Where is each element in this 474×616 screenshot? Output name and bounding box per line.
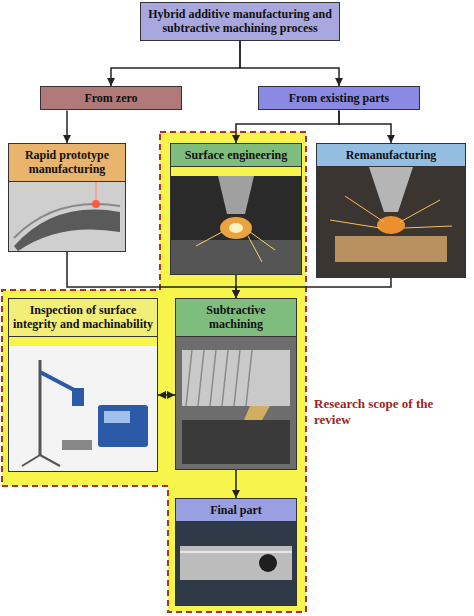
region-label: Research scope of the review <box>314 396 464 429</box>
spark <box>345 196 384 222</box>
flow-arrow <box>240 41 339 86</box>
rapid-prototype-photo <box>9 176 125 251</box>
flow-arrow <box>111 41 240 86</box>
photo-background <box>9 176 125 251</box>
flow-arrow <box>235 470 237 498</box>
surface-engineering-photo <box>171 176 301 274</box>
photo-background <box>171 176 301 274</box>
box-header: Inspection of surface integrity and mach… <box>9 299 157 337</box>
box-text: Surface engineering <box>175 148 297 162</box>
process-box: Remanufacturing <box>316 143 466 278</box>
box-text: Inspection of surface integrity and mach… <box>13 303 153 332</box>
box-header: Rapid prototype manufacturing <box>9 144 125 182</box>
flow-arrow <box>236 278 391 298</box>
deposition-nozzle <box>368 164 414 212</box>
thread-line <box>198 350 204 406</box>
process-box: Rapid prototype manufacturing <box>8 143 126 252</box>
controller-unit <box>98 405 148 447</box>
category-box: Hybrid additive manufacturing and subtra… <box>140 2 340 41</box>
box-text: Subtractive machining <box>180 303 292 332</box>
stand-leg <box>40 455 60 466</box>
finished-shaft <box>180 546 292 580</box>
box-text: From existing parts <box>263 91 415 105</box>
flow-arrow <box>339 110 391 143</box>
workpiece <box>182 350 290 406</box>
sample-block <box>62 440 92 450</box>
category-box: From zero <box>40 86 182 110</box>
flow-arrow <box>236 110 339 143</box>
box-text: Hybrid additive manufacturing and subtra… <box>145 7 335 36</box>
process-box: Final part <box>175 498 297 606</box>
box-header: Hybrid additive manufacturing and subtra… <box>141 3 339 40</box>
deposition-nozzle <box>218 176 254 214</box>
box-text: Remanufacturing <box>321 148 461 162</box>
shaft-hole <box>259 554 277 572</box>
flow-arrow <box>67 252 236 298</box>
cutting-insert <box>244 406 270 420</box>
wall-edge <box>14 204 120 238</box>
flow-arrow <box>158 394 175 396</box>
photo-background <box>9 346 157 471</box>
box-header: Subtractive machining <box>176 299 296 337</box>
final-part-photo <box>176 520 296 605</box>
process-box: Surface engineering <box>170 143 302 275</box>
printed-wall <box>14 210 120 251</box>
box-text: From zero <box>45 91 177 105</box>
box-header: Surface engineering <box>171 144 301 167</box>
photo-background <box>176 334 296 469</box>
spark <box>196 232 222 246</box>
box-header: From zero <box>41 87 181 109</box>
process-box: Subtractive machining <box>175 298 297 470</box>
category-box: From existing parts <box>258 86 420 110</box>
thread-line <box>186 350 192 406</box>
melt-core <box>229 223 243 233</box>
spark <box>248 236 262 262</box>
photo-background <box>317 164 465 277</box>
spark <box>404 226 452 228</box>
flow-arrow <box>66 110 68 143</box>
laser-spot <box>92 200 100 208</box>
thread-line <box>210 350 216 406</box>
stand-leg <box>22 455 40 466</box>
worn-part <box>335 236 447 262</box>
machining-photo <box>176 334 296 469</box>
thread-line <box>222 350 228 406</box>
process-box: Inspection of surface integrity and mach… <box>8 298 158 472</box>
controller-display <box>104 411 130 423</box>
box-text: Rapid prototype manufacturing <box>13 148 121 177</box>
spark <box>400 200 440 222</box>
thread-line <box>246 350 252 406</box>
melt-glow <box>220 217 252 239</box>
substrate <box>171 240 301 274</box>
melt-glow <box>377 216 405 234</box>
box-header: Final part <box>176 499 296 522</box>
thread-lines <box>186 350 252 406</box>
spark <box>330 220 380 228</box>
inspection-photo <box>9 346 157 471</box>
box-header: From existing parts <box>259 87 419 109</box>
thread-line <box>234 350 240 406</box>
shaft-highlight <box>180 551 292 553</box>
tool-post <box>182 420 290 464</box>
box-header: Remanufacturing <box>317 144 465 167</box>
remanufacturing-photo <box>317 164 465 277</box>
research-scope-region <box>2 132 306 612</box>
probe-head <box>72 388 84 406</box>
photo-background <box>176 520 296 605</box>
box-text: Final part <box>180 503 292 517</box>
